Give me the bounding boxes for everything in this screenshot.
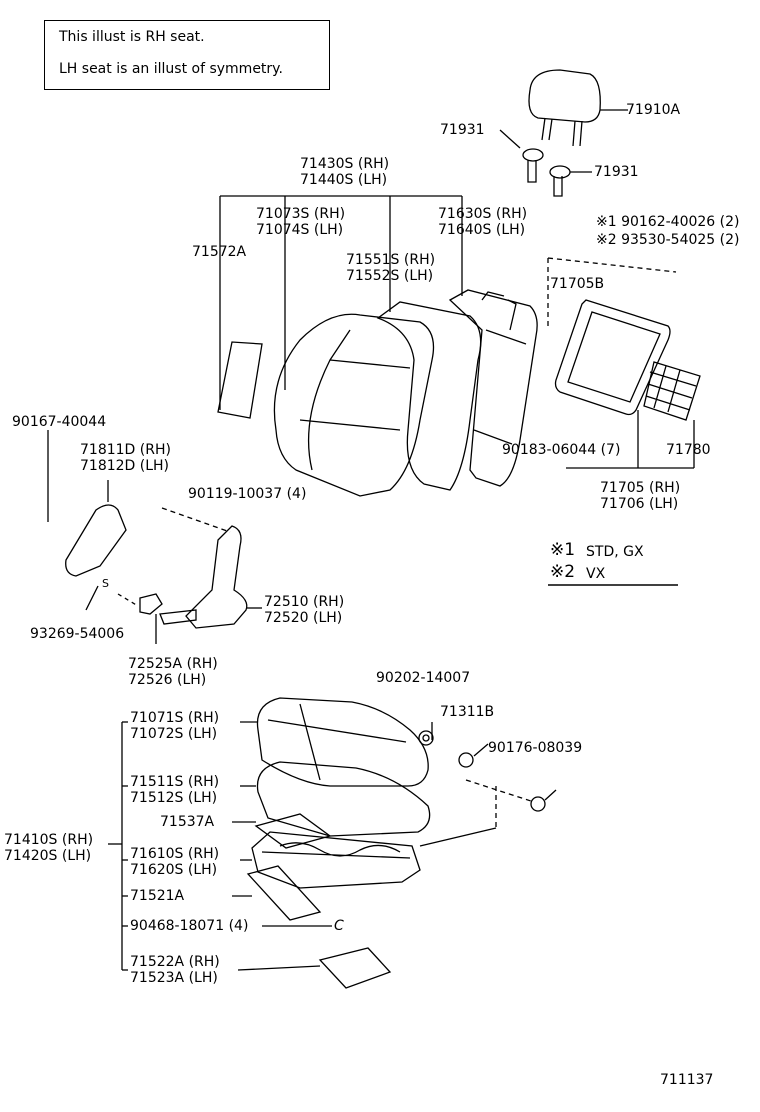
label-71610S: 71610S (RH): [130, 846, 220, 862]
cushion-pad: [256, 761, 431, 837]
side-cover: [65, 504, 127, 577]
label-72520: 72520 (LH): [264, 610, 343, 626]
clip: [458, 752, 474, 768]
label-90202: 90202-14007: [376, 670, 471, 686]
label-note2-part: ※2 93530-54025 (2): [596, 232, 740, 248]
legend-value-2: VX: [586, 566, 606, 582]
label-71705: 71705 (RH): [600, 480, 681, 496]
seatback-pad: [376, 301, 482, 491]
legend-key-1: ※1: [550, 540, 576, 560]
label-72525A: 72525A (RH): [128, 656, 218, 672]
legend-key-2: ※2: [550, 562, 576, 582]
legend-value-1: STD, GX: [586, 544, 644, 560]
label-93269: 93269-54006: [30, 626, 125, 642]
label-71780: 71780: [666, 442, 711, 458]
label-71551S: 71551S (RH): [346, 252, 436, 268]
label-71705B: 71705B: [550, 276, 605, 292]
pad-71537A: [254, 813, 332, 849]
label-71420S: 71420S (LH): [4, 848, 92, 864]
label-90119: 90119-10037 (4): [188, 486, 307, 502]
label-71706: 71706 (LH): [600, 496, 679, 512]
label-71630S: 71630S (RH): [438, 206, 528, 222]
back-board: [554, 299, 671, 416]
label-71410S: 71410S (RH): [4, 832, 94, 848]
pad-71521A: [246, 865, 322, 921]
label-71430S: 71430S (RH): [300, 156, 390, 172]
label-90167: 90167-40044: [12, 414, 107, 430]
nut: [530, 796, 546, 812]
label-s-marker: S: [102, 577, 109, 590]
guide-b: [549, 165, 571, 179]
label-71812D: 71812D (LH): [80, 458, 170, 474]
pad-shape: [217, 341, 263, 419]
label-71071S: 71071S (RH): [130, 710, 220, 726]
figure-number: 711137: [660, 1072, 714, 1088]
label-72510: 72510 (RH): [264, 594, 345, 610]
label-71811D: 71811D (RH): [80, 442, 171, 458]
label-71620S: 71620S (LH): [130, 862, 218, 878]
label-71931-b: 71931: [594, 164, 639, 180]
note-box: This illust is RH seat. LH seat is an il…: [44, 20, 330, 90]
guide-a: [522, 148, 544, 162]
label-71523A: 71523A (LH): [130, 970, 218, 986]
cushion-frame: [251, 831, 421, 889]
label-71074S: 71074S (LH): [256, 222, 344, 238]
cushion-cover: [256, 697, 429, 787]
label-71522A: 71522A (RH): [130, 954, 220, 970]
label-72526: 72526 (LH): [128, 672, 207, 688]
label-71072S: 71072S (LH): [130, 726, 218, 742]
note-line-2: LH seat is an illust of symmetry.: [59, 61, 283, 77]
label-71537A: 71537A: [160, 814, 215, 830]
label-71311B: 71311B: [440, 704, 495, 720]
label-71640S: 71640S (LH): [438, 222, 526, 238]
label-71512S: 71512S (LH): [130, 790, 218, 806]
seatback-frame: [448, 289, 538, 487]
label-90183: 90183-06044 (7): [502, 442, 621, 458]
recliner: [185, 525, 248, 629]
label-71552S: 71552S (LH): [346, 268, 434, 284]
label-71931-a: 71931: [440, 122, 485, 138]
note-line-1: This illust is RH seat.: [59, 29, 205, 45]
pad-71522A: [318, 947, 392, 989]
label-71440S: 71440S (LH): [300, 172, 388, 188]
net: [643, 361, 701, 421]
label-c-marker: C: [334, 918, 344, 934]
label-71511S: 71511S (RH): [130, 774, 220, 790]
headrest-shape: [528, 69, 601, 123]
label-90468: 90468-18071 (4): [130, 918, 249, 934]
label-note1-part: ※1 90162-40026 (2): [596, 214, 740, 230]
knob: [139, 593, 163, 615]
seatback-cover: [273, 313, 435, 497]
label-71073S: 71073S (RH): [256, 206, 346, 222]
label-71572A: 71572A: [192, 244, 247, 260]
label-71521A: 71521A: [130, 888, 185, 904]
grommet: [418, 730, 434, 746]
label-90176: 90176-08039: [488, 740, 583, 756]
label-71910A: 71910A: [626, 102, 681, 118]
